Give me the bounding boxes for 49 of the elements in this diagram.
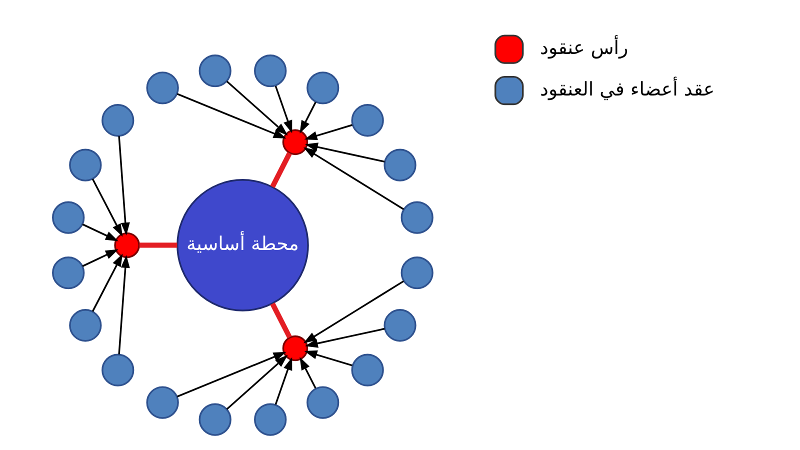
arrow <box>118 136 130 236</box>
node-circle <box>69 148 102 182</box>
arrow <box>176 93 286 139</box>
node-circle <box>351 354 384 386</box>
arrow <box>82 249 118 267</box>
arrow <box>226 80 288 136</box>
legend-label: عقد أعضاء في العنقود <box>540 78 715 100</box>
arrow <box>303 147 404 210</box>
connector <box>139 242 178 248</box>
node-circle <box>384 309 416 342</box>
arrow <box>304 328 385 348</box>
arrow <box>92 254 123 312</box>
arrow <box>300 357 316 389</box>
node-circle <box>306 386 340 419</box>
arrow <box>304 350 352 366</box>
arrow <box>82 224 118 242</box>
node-circle <box>102 104 134 137</box>
node-circle <box>384 148 416 182</box>
node-circle <box>52 256 85 290</box>
node-circle <box>102 354 134 386</box>
node-circle <box>400 256 434 290</box>
connector <box>270 302 292 338</box>
node-circle <box>282 335 308 362</box>
arrow <box>274 86 292 134</box>
node-circle <box>69 309 102 342</box>
node-circle <box>146 386 179 419</box>
node-circle <box>198 54 232 88</box>
node-circle: محطة أساسية <box>176 179 309 312</box>
arrow <box>92 178 123 237</box>
legend-label: رأس عنقود <box>540 37 628 60</box>
arrow <box>300 102 316 134</box>
node-circle <box>198 403 232 436</box>
node-circle <box>254 54 287 88</box>
node-circle <box>254 403 287 436</box>
connector <box>270 152 292 188</box>
arrow <box>304 124 352 140</box>
node-circle <box>400 201 434 234</box>
arrow <box>118 254 130 354</box>
node-circle <box>146 72 179 104</box>
node-circle <box>52 201 85 234</box>
arrow <box>176 352 286 398</box>
node-circle <box>351 104 384 137</box>
arrow <box>303 280 404 344</box>
node-circle <box>282 129 308 156</box>
arrow <box>304 142 385 163</box>
arrow <box>226 354 288 410</box>
node-circle <box>114 232 140 258</box>
node-circle <box>306 72 340 104</box>
arrow <box>274 357 292 405</box>
